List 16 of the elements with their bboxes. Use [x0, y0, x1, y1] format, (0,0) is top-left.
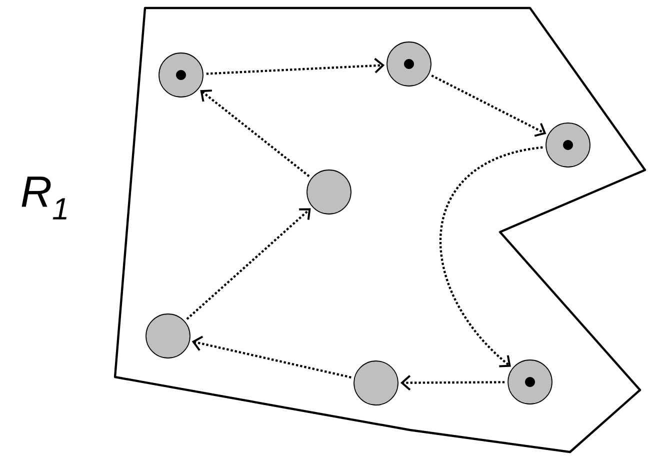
point-circle — [386, 42, 432, 86]
dotted-arrow — [440, 146, 543, 368]
dotted-arrow — [206, 58, 385, 75]
dotted-arrow — [192, 336, 352, 378]
region-polygon: R$_{1}$ — [22, 6, 646, 454]
dotted-arrow — [186, 208, 311, 320]
dotted-arrow — [431, 74, 546, 137]
point-circle — [354, 360, 398, 406]
point-circle — [546, 122, 590, 168]
point-circle — [508, 360, 552, 404]
dotted-arrow — [400, 375, 505, 390]
point-circle — [306, 170, 352, 214]
point-circle — [146, 314, 190, 358]
node-label: R$_{1}$ — [22, 176, 67, 220]
point-circle — [158, 52, 204, 98]
dotted-arrow — [200, 90, 310, 178]
